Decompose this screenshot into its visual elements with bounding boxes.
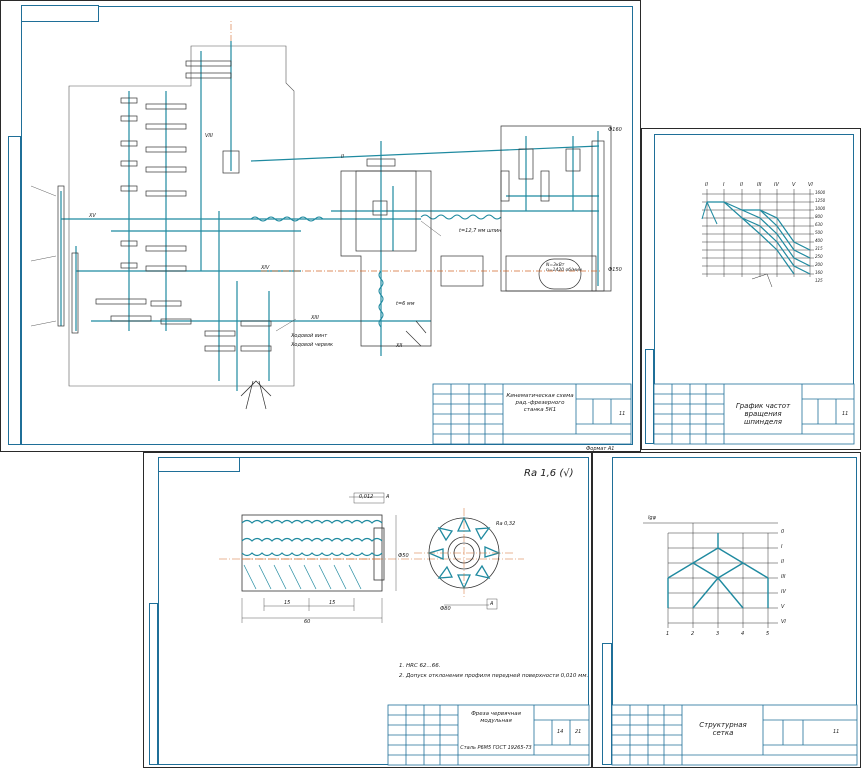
row-label-125: 125 xyxy=(815,278,823,283)
annotation-pitch-6: t=6 мм xyxy=(396,301,415,307)
dim-15-a: 15 xyxy=(284,600,291,606)
frequency-graph xyxy=(653,189,855,445)
sheet3-title: Фреза червячная модульная xyxy=(471,711,521,724)
sheet1-title: Кинематическая схема рад.-фрезерного ста… xyxy=(506,393,574,413)
binding-strip xyxy=(8,136,21,445)
col-label-5: V xyxy=(792,182,796,188)
label-xv: XV xyxy=(89,213,96,219)
sheet3-total: 21 xyxy=(575,729,582,735)
annotation-lead-screw: Ходовой винт xyxy=(291,333,328,339)
grid-row-4: IV xyxy=(781,589,786,595)
sheet4-title: Структурная сетка xyxy=(699,721,747,737)
sheet2-number: 11 xyxy=(842,411,849,417)
annotation-spindle-pitch: t=12,7 мм шпин xyxy=(459,228,502,234)
sheet2-title: График частот вращения шпинделя xyxy=(735,402,791,426)
dim-tolerance: 0,012 xyxy=(359,494,374,500)
label-ii: II xyxy=(341,154,344,160)
annotation-pulley-150: Ф150 xyxy=(608,267,622,273)
sheet-kinematic-scheme: Кинематическая схема рад.-фрезерного ста… xyxy=(0,0,641,452)
kinematic-diagram xyxy=(30,21,632,445)
col-label-2: II xyxy=(740,182,743,188)
dim-length-60: 60 xyxy=(304,619,311,625)
grid-row-3: III xyxy=(781,574,786,580)
binding-strip xyxy=(149,603,158,765)
grid-row-1: I xyxy=(781,544,783,550)
sheet4-number: 11 xyxy=(833,729,840,735)
dim-diameter-80: Ф80 xyxy=(440,606,451,612)
sheet-structural-grid: lgφ 0 I II III IV V VI 1 2 3 4 5 Структу… xyxy=(592,452,861,768)
grid-axis-label: lgφ xyxy=(648,515,656,521)
drawing-frame xyxy=(158,457,589,765)
row-label-200: 200 xyxy=(815,262,823,267)
annotation-motor: N=3кВт n=1420 об/мин xyxy=(546,263,582,273)
row-label-400: 400 xyxy=(815,238,823,243)
roughness-mark: Ra 1,6 (√) xyxy=(524,468,574,479)
grid-col-4: 4 xyxy=(741,631,745,637)
annotation-worm: Ходовой червяк xyxy=(291,342,334,348)
label-xii: XII xyxy=(396,343,403,349)
row-label-1000: 1000 xyxy=(815,206,826,211)
dim-ra-032: Ra 0,32 xyxy=(496,521,516,527)
col-label-1: I xyxy=(723,182,725,188)
dim-datum-front: A xyxy=(490,601,494,607)
drawing-frame xyxy=(21,6,633,445)
dim-15-b: 15 xyxy=(329,600,336,606)
structural-grid xyxy=(611,522,858,766)
grid-col-1: 1 xyxy=(666,631,670,637)
sheet-frequency-graph: 1600 1250 1000 800 630 500 400 315 250 2… xyxy=(641,128,861,450)
row-label-315: 315 xyxy=(815,246,823,251)
row-label-630: 630 xyxy=(815,222,823,227)
label-viii: VIII xyxy=(205,133,213,139)
row-label-250: 250 xyxy=(815,254,823,259)
col-label-4: IV xyxy=(774,182,779,188)
sheet3-number: 14 xyxy=(557,729,564,735)
row-label-1250: 1250 xyxy=(815,198,826,203)
tech-note-2: 2. Допуск отклонения профиля передней по… xyxy=(399,673,589,679)
title-block xyxy=(21,5,99,22)
row-label-1600: 1600 xyxy=(815,190,826,195)
tech-note-1: 1. HRC 62...66. xyxy=(399,663,441,669)
row-label-800: 800 xyxy=(815,214,823,219)
grid-col-3: 3 xyxy=(716,631,720,637)
col-label-3: III xyxy=(757,182,762,188)
binding-strip xyxy=(602,643,612,765)
grid-col-5: 5 xyxy=(766,631,770,637)
label-xiv: XIV xyxy=(261,265,270,271)
grid-row-5: V xyxy=(781,604,785,610)
annotation-pulley-160: Ф160 xyxy=(608,127,622,133)
corner-box xyxy=(158,457,240,472)
grid-row-0: 0 xyxy=(781,529,785,535)
grid-row-2: II xyxy=(781,559,784,565)
binding-strip xyxy=(645,349,654,444)
grid-row-6: VI xyxy=(781,619,786,625)
label-xiii: XIII xyxy=(311,315,319,321)
sheet3-material: Сталь Р6М5 ГОСТ 19265-73 xyxy=(460,745,532,751)
grid-col-2: 2 xyxy=(691,631,695,637)
col-label-0: II xyxy=(705,182,708,188)
col-label-6: VI xyxy=(808,182,813,188)
dim-diameter-50: Ф50 xyxy=(398,553,409,559)
row-label-160: 160 xyxy=(815,270,823,275)
sheet-hob-cutter: Ra 1,6 (√) xyxy=(143,452,592,768)
row-label-500: 500 xyxy=(815,230,823,235)
sheet1-number: 11 xyxy=(619,411,626,417)
dim-datum: A xyxy=(386,494,390,500)
hob-cutter-drawing xyxy=(219,492,590,766)
sheet1-format: Формат А1 xyxy=(586,446,615,452)
